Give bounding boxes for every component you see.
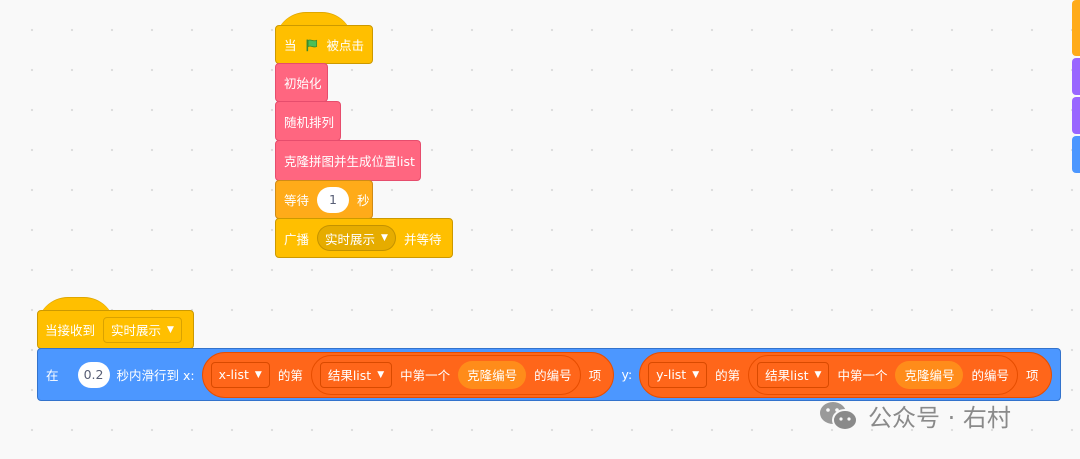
x-item-of-list-reporter[interactable]: x-list ▼ 的第 结果list ▼ 中第一个 克隆编号 的编号 项 bbox=[201, 351, 615, 398]
result-list-dropdown[interactable]: 结果list ▼ bbox=[757, 361, 830, 388]
category-tab-looks-2[interactable] bbox=[1072, 97, 1080, 134]
when-receive-hat[interactable]: 当接收到 实时展示 ▼ bbox=[37, 297, 194, 349]
y-item-of-list-reporter[interactable]: y-list ▼ 的第 结果list ▼ 中第一个 克隆编号 的编号 项 bbox=[639, 351, 1052, 398]
dropdown-value: y-list bbox=[656, 367, 687, 382]
wait-label: 等待 bbox=[284, 193, 310, 208]
hat-prefix: 当 bbox=[284, 38, 297, 53]
broadcast-suffix: 并等待 bbox=[403, 231, 442, 247]
block-label: 初始化 bbox=[284, 76, 322, 91]
of-label: 的第 bbox=[715, 368, 741, 383]
broadcast-message-dropdown[interactable]: 实时展示 ▼ bbox=[317, 225, 396, 251]
result-list-dropdown[interactable]: 结果list ▼ bbox=[319, 361, 393, 388]
block-label: 随机排列 bbox=[284, 114, 335, 130]
chevron-down-icon: ▼ bbox=[814, 369, 822, 380]
chevron-down-icon: ▼ bbox=[381, 233, 388, 243]
glide-prefix: 在 bbox=[46, 368, 59, 383]
receive-message-dropdown[interactable]: 实时展示 ▼ bbox=[103, 316, 182, 343]
y-index-of-reporter[interactable]: 结果list ▼ 中第一个 克隆编号 的编号 bbox=[748, 354, 1018, 395]
watermark-text: 公众号 · 右村 bbox=[868, 404, 1011, 432]
category-tab-control[interactable] bbox=[1072, 0, 1080, 56]
broadcast-and-wait-block[interactable]: 广播 实时展示 ▼ 并等待 bbox=[275, 218, 453, 258]
category-tab-motion[interactable] bbox=[1072, 136, 1080, 173]
custom-block-shuffle[interactable]: 随机排列 bbox=[275, 101, 341, 141]
dropdown-value: 实时展示 bbox=[111, 323, 162, 338]
wechat-icon bbox=[820, 401, 858, 431]
hat-suffix: 被点击 bbox=[326, 38, 364, 53]
dropdown-value: 结果list bbox=[327, 368, 372, 383]
y-list-dropdown[interactable]: y-list ▼ bbox=[648, 361, 708, 388]
block-label: 克隆拼图并生成位置list bbox=[284, 154, 415, 169]
x-index-of-reporter[interactable]: 结果list ▼ 中第一个 克隆编号 的编号 bbox=[310, 354, 581, 395]
wait-unit: 秒 bbox=[357, 193, 370, 208]
category-tab-looks[interactable] bbox=[1072, 58, 1080, 95]
index-of-label: 的编号 bbox=[534, 368, 572, 383]
broadcast-label: 广播 bbox=[284, 231, 310, 247]
chevron-down-icon: ▼ bbox=[167, 324, 174, 335]
item-label: 项 bbox=[588, 368, 602, 383]
watermark: 公众号 · 右村 bbox=[818, 398, 1011, 433]
hat-label: 当接收到 bbox=[45, 323, 96, 338]
chevron-down-icon: ▼ bbox=[254, 369, 262, 380]
custom-block-clone[interactable]: 克隆拼图并生成位置list bbox=[275, 140, 421, 181]
first-label: 中第一个 bbox=[837, 368, 888, 383]
dropdown-value: 结果list bbox=[765, 368, 809, 383]
of-label: 的第 bbox=[277, 368, 303, 383]
x-list-dropdown[interactable]: x-list ▼ bbox=[210, 361, 270, 388]
when-flag-clicked-hat[interactable]: 当 被点击 bbox=[275, 12, 373, 64]
custom-block-init[interactable]: 初始化 bbox=[275, 63, 328, 102]
first-label: 中第一个 bbox=[400, 368, 451, 383]
clone-id-variable[interactable]: 克隆编号 bbox=[458, 360, 527, 389]
green-flag-icon bbox=[306, 39, 317, 51]
chevron-down-icon: ▼ bbox=[377, 369, 385, 380]
dropdown-value: 实时展示 bbox=[325, 231, 376, 247]
wait-seconds-input[interactable]: 1 bbox=[317, 186, 350, 213]
glide-seconds-input[interactable]: 0.2 bbox=[77, 361, 110, 388]
glide-mid-label: 秒内滑行到 x: bbox=[116, 368, 195, 383]
item-label: 项 bbox=[1026, 368, 1039, 383]
chevron-down-icon: ▼ bbox=[692, 369, 700, 380]
wait-block[interactable]: 等待 1 秒 bbox=[275, 180, 373, 219]
y-label: y: bbox=[621, 367, 633, 382]
index-of-label: 的编号 bbox=[971, 368, 1009, 383]
clone-id-variable[interactable]: 克隆编号 bbox=[895, 360, 964, 389]
glide-to-xy-block[interactable]: 在 0.2 秒内滑行到 x: x-list ▼ 的第 结果list ▼ 中第一个 克… bbox=[37, 348, 1061, 401]
dropdown-value: x-list bbox=[218, 367, 249, 382]
